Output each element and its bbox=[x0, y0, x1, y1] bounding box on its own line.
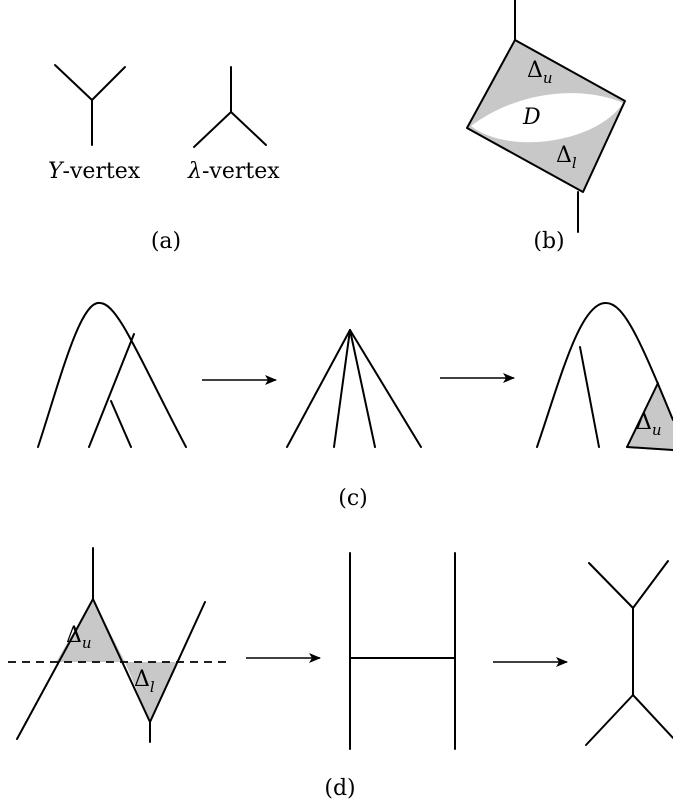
delta-symbol: Δ bbox=[556, 143, 572, 168]
delta-u-region-c bbox=[627, 383, 673, 450]
y-vertex-label: Y-vertex bbox=[48, 159, 141, 184]
delta-symbol: Δ bbox=[134, 667, 150, 692]
delta-symbol: Δ bbox=[66, 623, 82, 648]
delta-u-label-d: Δu bbox=[66, 623, 92, 652]
panel-c: Δu (c) bbox=[37, 301, 673, 511]
region-d bbox=[471, 93, 623, 143]
delta-l-region-d bbox=[125, 662, 178, 722]
lambda-vertex-symbol: λ bbox=[187, 159, 202, 184]
tree-star bbox=[286, 329, 422, 448]
caption-d: (d) bbox=[324, 776, 355, 801]
delta-l-label-b: Δl bbox=[556, 143, 577, 172]
lambda-vertex-text: -vertex bbox=[202, 159, 280, 184]
subscript-u: u bbox=[82, 634, 92, 652]
tree-left bbox=[37, 302, 187, 448]
delta-l-label-d: Δl bbox=[134, 667, 155, 696]
subscript-l: l bbox=[572, 154, 577, 172]
caption-b: (b) bbox=[533, 229, 564, 254]
delta-symbol: Δ bbox=[527, 58, 543, 83]
delta-u-label-b: Δu bbox=[527, 58, 553, 87]
delta-u-region-d bbox=[56, 599, 125, 662]
delta-symbol: Δ bbox=[636, 410, 652, 435]
y-vertex-text: -vertex bbox=[63, 159, 141, 184]
left-graph-edge bbox=[16, 598, 206, 740]
panel-a: Y-vertex λ-vertex (a) bbox=[48, 64, 280, 254]
delta-u-label-c: Δu bbox=[636, 410, 662, 439]
panel-b: Δu D Δl (b) bbox=[466, 0, 626, 254]
square-outline bbox=[466, 39, 626, 193]
panel-d: Δu Δl (d) bbox=[8, 547, 673, 801]
caption-c: (c) bbox=[338, 486, 368, 511]
y-vertex-symbol: Y bbox=[48, 159, 65, 184]
subscript-u: u bbox=[652, 421, 662, 439]
subscript-l: l bbox=[150, 678, 155, 696]
h-graph bbox=[349, 552, 456, 750]
region-d-label: D bbox=[522, 105, 541, 130]
caption-a: (a) bbox=[151, 229, 181, 254]
lambda-vertex-label: λ-vertex bbox=[187, 159, 280, 184]
subscript-u: u bbox=[543, 69, 553, 87]
lambda-vertex-shape bbox=[193, 66, 267, 148]
y-vertex-shape bbox=[54, 64, 126, 146]
i-graph bbox=[585, 560, 673, 746]
tree-right bbox=[536, 301, 673, 451]
